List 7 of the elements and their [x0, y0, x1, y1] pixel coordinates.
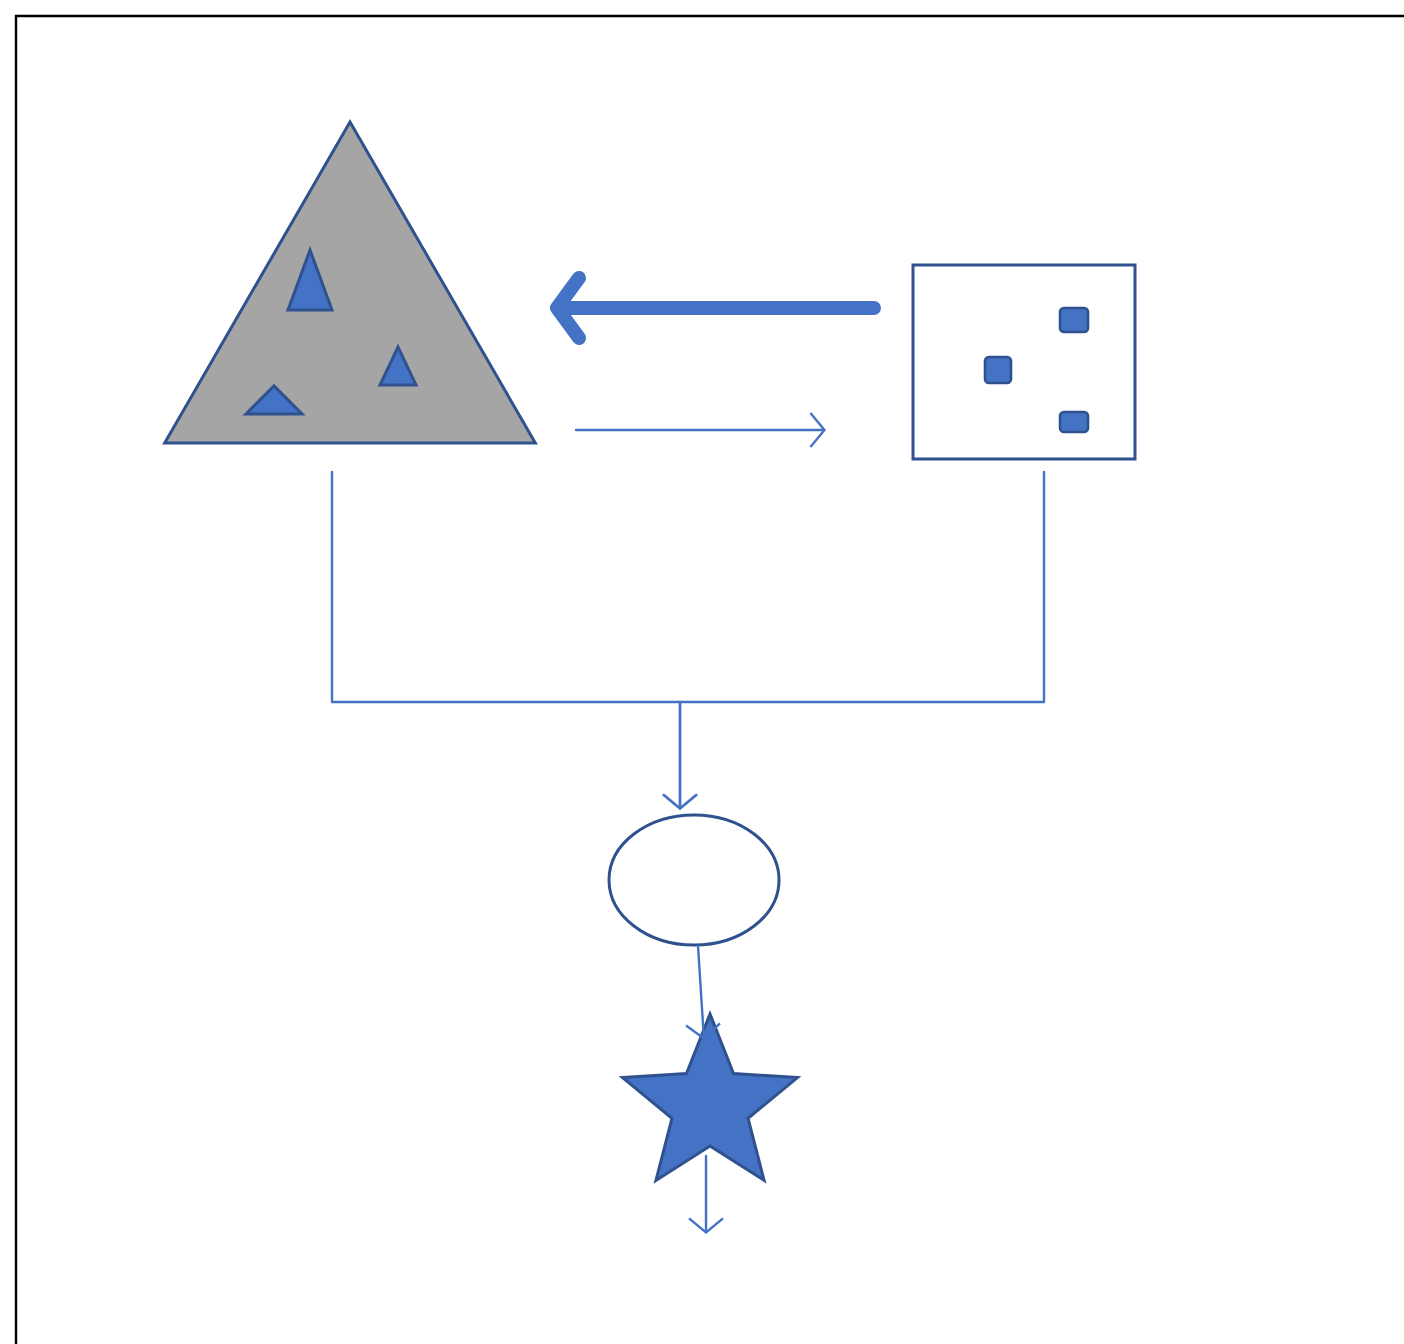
- square-drawing: [911, 263, 1137, 461]
- arrow: [688, 1154, 724, 1234]
- arrow: [550, 271, 881, 345]
- arrow: [662, 470, 1046, 810]
- arrow: [685, 944, 721, 1040]
- arrow: [574, 412, 826, 448]
- ellipse-shape: [607, 813, 781, 947]
